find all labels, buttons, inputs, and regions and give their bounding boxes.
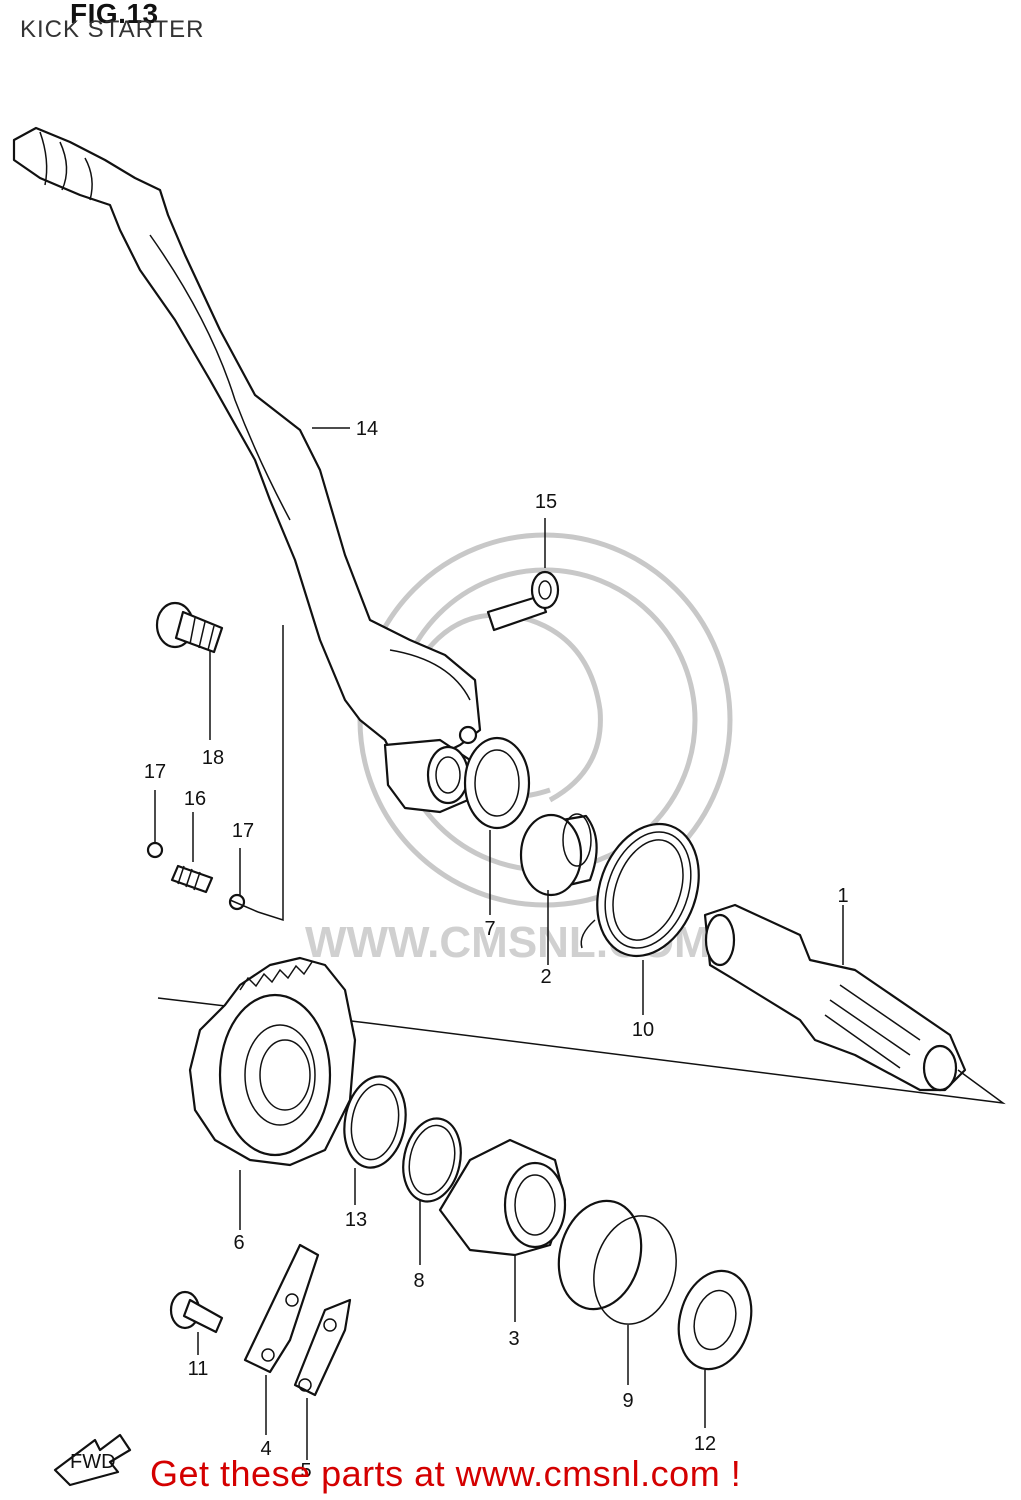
callout-8: 8 — [413, 1270, 424, 1292]
callout-6: 6 — [233, 1232, 244, 1254]
ball-17-part[interactable] — [146, 841, 164, 859]
callout-5: 5 — [300, 1460, 311, 1482]
washer-13-part[interactable] — [337, 1071, 412, 1172]
callout-18: 18 — [202, 747, 224, 769]
callout-16: 16 — [184, 788, 206, 810]
kick-lever-part[interactable] — [12, 126, 482, 814]
plate-4-part[interactable] — [243, 1243, 320, 1374]
figure-title: FIG.13 — [70, 0, 159, 29]
leader-lines — [154, 427, 844, 1460]
fwd-arrow-icon: FWD — [53, 1433, 132, 1487]
washer-12-part[interactable] — [668, 1263, 761, 1378]
gear-6-part[interactable] — [188, 956, 357, 1167]
shaft-1-part[interactable] — [703, 903, 967, 1092]
footer-link-text[interactable]: Get these parts at www.cmsnl.com ! — [150, 1453, 742, 1494]
bolt-15-part[interactable] — [486, 570, 560, 632]
bushing-2-part[interactable] — [519, 813, 598, 897]
ring-7-part[interactable] — [463, 736, 531, 830]
spring-16-part[interactable] — [170, 864, 214, 894]
callout-11: 11 — [188, 1358, 209, 1380]
spring-9-part[interactable] — [547, 1192, 688, 1334]
bolt-18-part[interactable] — [155, 601, 224, 654]
plate-5-part[interactable] — [293, 1298, 352, 1397]
callout-15: 15 — [535, 491, 557, 513]
figure-subtitle: KICK STARTER — [20, 16, 205, 43]
ratchet-3-part[interactable] — [438, 1138, 567, 1257]
callout-13: 13 — [345, 1209, 367, 1231]
callout-7: 7 — [484, 918, 495, 940]
callout-17b: 17 — [232, 820, 254, 842]
callout-12: 12 — [694, 1433, 716, 1455]
circlip-8-part[interactable] — [396, 1113, 468, 1207]
fwd-label: FWD — [70, 1451, 116, 1473]
ball-17b-part[interactable] — [228, 893, 246, 911]
callout-10: 10 — [632, 1019, 654, 1041]
callout-4: 4 — [260, 1438, 271, 1460]
callout-labels: 1 2 3 4 5 6 7 8 9 10 11 12 13 14 15 16 1… — [144, 418, 849, 1482]
bolt-11-part[interactable] — [169, 1290, 224, 1334]
callout-3: 3 — [508, 1328, 519, 1350]
bracket-line — [257, 625, 284, 922]
callout-14: 14 — [356, 418, 378, 440]
callout-9: 9 — [622, 1390, 633, 1412]
callout-2: 2 — [540, 966, 551, 988]
spring-10-part[interactable] — [580, 810, 717, 971]
callout-17: 17 — [144, 761, 166, 783]
callout-1: 1 — [837, 885, 848, 907]
